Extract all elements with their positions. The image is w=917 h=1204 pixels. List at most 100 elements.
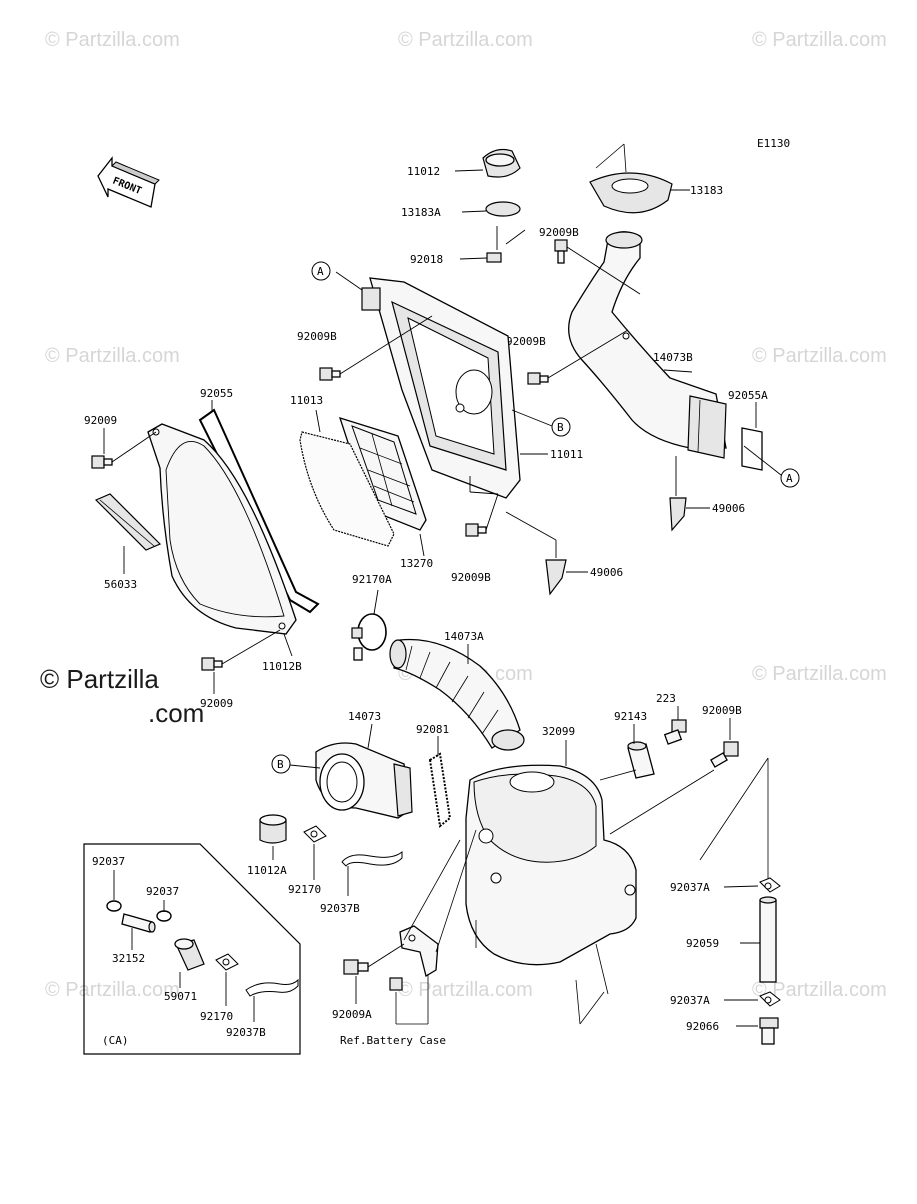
bolt-223 xyxy=(663,719,687,745)
part-label: 59071 xyxy=(164,990,197,1003)
part-label: 92143 xyxy=(614,710,647,723)
cap-11012a xyxy=(259,814,287,844)
clip-92170 xyxy=(303,825,327,843)
throttle-boot-14073 xyxy=(315,742,413,819)
clamp-49006 xyxy=(669,497,687,532)
clamp-92170a xyxy=(351,613,387,661)
watermark: © Partzilla.com xyxy=(752,345,887,367)
bolt-92009 xyxy=(91,455,113,469)
reservoir-tank-32099 xyxy=(465,764,637,966)
filter-element-11013 xyxy=(299,431,395,547)
seal-92055 xyxy=(198,408,320,614)
collar-92018 xyxy=(486,252,502,263)
part-label: 11013 xyxy=(290,394,323,407)
part-label: 92081 xyxy=(416,723,449,736)
watermark: © Partzilla.com xyxy=(752,979,887,1001)
part-label: 92055 xyxy=(200,387,233,400)
callout-a-label: A xyxy=(786,472,793,485)
callout-b-label: B xyxy=(557,421,564,434)
part-label: 92037 xyxy=(92,855,125,868)
bolt-92009b xyxy=(465,523,487,537)
part-label: 92037A xyxy=(670,994,710,1007)
part-label: 11012A xyxy=(247,864,287,877)
part-label: 14073B xyxy=(653,351,693,364)
part-label: 92018 xyxy=(410,253,443,266)
part-label: 92059 xyxy=(686,937,719,950)
callout-b-label: B xyxy=(277,758,284,771)
part-label: 92009B xyxy=(297,330,337,343)
part-label: 56033 xyxy=(104,578,137,591)
watermark: © Partzilla.com xyxy=(752,29,887,51)
part-label: 11011 xyxy=(550,448,583,461)
clip-92170 xyxy=(215,953,239,971)
front-arrow-icon: FRONT xyxy=(97,156,160,208)
watermark: © Partzilla.com xyxy=(752,663,887,685)
ca-note: (CA) xyxy=(102,1034,129,1047)
air-box-case-11011 xyxy=(361,277,521,499)
clip-92037a xyxy=(759,877,781,893)
hose-clamp-92037b xyxy=(245,978,299,997)
watermark: © Partzilla.com xyxy=(398,979,533,1001)
watermark: © Partzilla.com xyxy=(45,345,180,367)
part-label: 32152 xyxy=(112,952,145,965)
callout-b xyxy=(271,754,291,774)
air-box-cover-11012b xyxy=(147,423,297,635)
clip-92037 xyxy=(106,900,122,912)
bolt-92009b xyxy=(527,372,549,385)
bolt-ref xyxy=(389,977,403,991)
part-label: 92009A xyxy=(332,1008,372,1021)
bracket-battery-case xyxy=(399,925,439,978)
clip-92037a xyxy=(759,991,781,1007)
drain-plug-92066 xyxy=(759,1017,779,1045)
valve-59071 xyxy=(174,938,205,971)
part-label: 92170A xyxy=(352,573,392,586)
watermark: © Partzilla.com xyxy=(45,979,180,1001)
part-label: 92009B xyxy=(702,704,742,717)
hose-92059 xyxy=(759,896,777,983)
watermark-layer: © Partzilla.com © Partzilla.com © Partzi… xyxy=(40,29,887,1001)
air-intake-cap xyxy=(482,148,521,178)
part-label: 92037B xyxy=(320,902,360,915)
watermark-main: © Partzilla xyxy=(40,664,159,694)
intake-duct-14073b xyxy=(568,231,727,459)
part-label: 13183A xyxy=(401,206,441,219)
spring-92081 xyxy=(428,752,452,828)
intake-boot-14073a xyxy=(389,638,525,751)
plate-13183a xyxy=(485,201,521,217)
bolt-92009a xyxy=(343,959,369,975)
clamp-49006 xyxy=(545,559,567,596)
part-label: 13270 xyxy=(400,557,433,570)
part-label: 13183 xyxy=(690,184,723,197)
callout-a-label: A xyxy=(317,265,324,278)
part-label: 49006 xyxy=(712,502,745,515)
diagram-code: E1130 xyxy=(757,137,790,150)
bolt-92009b xyxy=(319,367,341,381)
part-label: 11012B xyxy=(262,660,302,673)
part-label: 92037 xyxy=(146,885,179,898)
watermark: © Partzilla.com xyxy=(398,29,533,51)
battery-case-ref: Ref.Battery Case xyxy=(340,1034,446,1047)
watermark: © Partzilla.com xyxy=(45,29,180,51)
part-label: 92055A xyxy=(728,389,768,402)
callout-a xyxy=(311,261,331,281)
part-label: 92009B xyxy=(451,571,491,584)
part-label: 92170 xyxy=(200,1010,233,1023)
ca-inset-box xyxy=(83,843,301,1055)
hose-clamp-92037b xyxy=(341,850,403,867)
part-label: 92009 xyxy=(84,414,117,427)
duct-cover-13183 xyxy=(589,143,673,214)
bolt-92009b xyxy=(554,239,568,264)
pad-56033 xyxy=(94,493,162,551)
part-label: 223 xyxy=(656,692,676,705)
part-label: 11012 xyxy=(407,165,440,178)
pipe-32152 xyxy=(121,913,156,933)
part-label: 14073A xyxy=(444,630,484,643)
part-label: 92170 xyxy=(288,883,321,896)
clip-92037 xyxy=(156,910,172,922)
part-label: 92009B xyxy=(506,335,546,348)
bolt-92009b xyxy=(710,741,739,768)
part-label: 14073 xyxy=(348,710,381,723)
part-label: 92037B xyxy=(226,1026,266,1039)
